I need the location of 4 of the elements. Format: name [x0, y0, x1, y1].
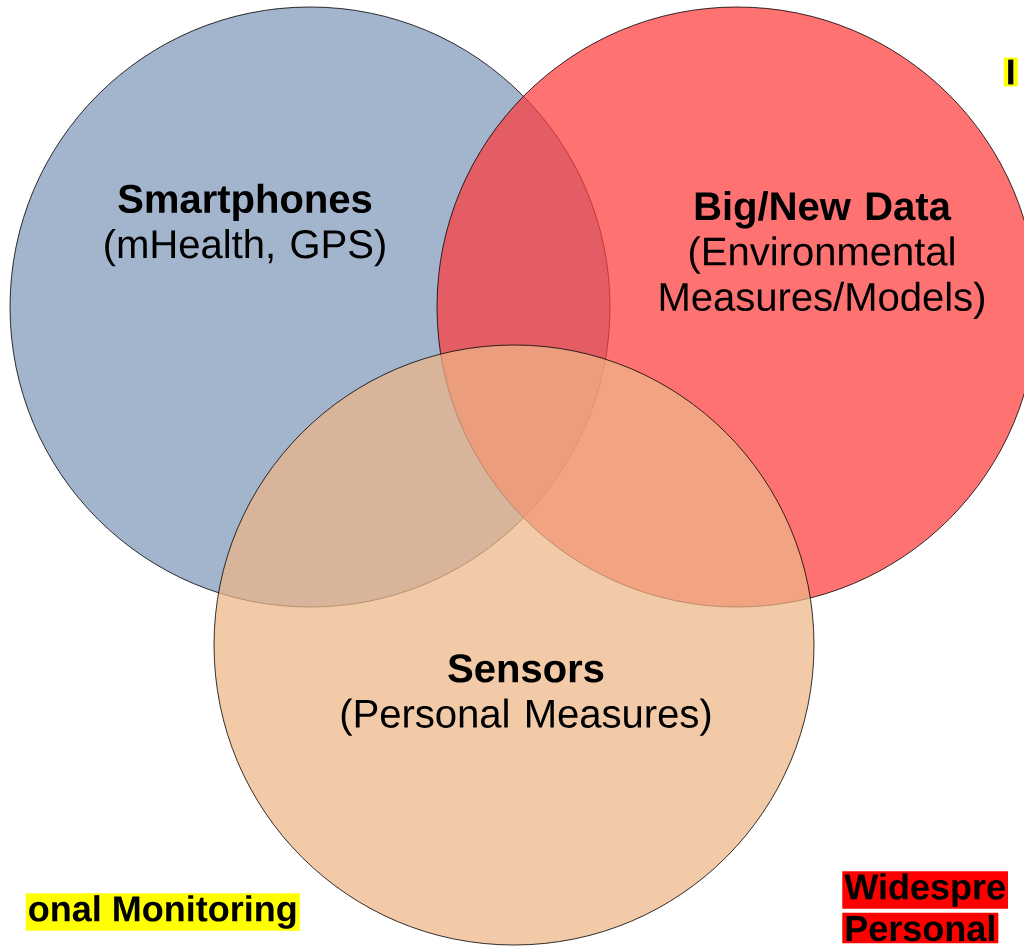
- highlighted-label: I: [1003, 57, 1018, 87]
- highlighted-label: Widespre: [842, 871, 1008, 909]
- highlighted-label: Personal: [842, 912, 999, 944]
- highlighted-label: onal Monitoring: [25, 893, 300, 931]
